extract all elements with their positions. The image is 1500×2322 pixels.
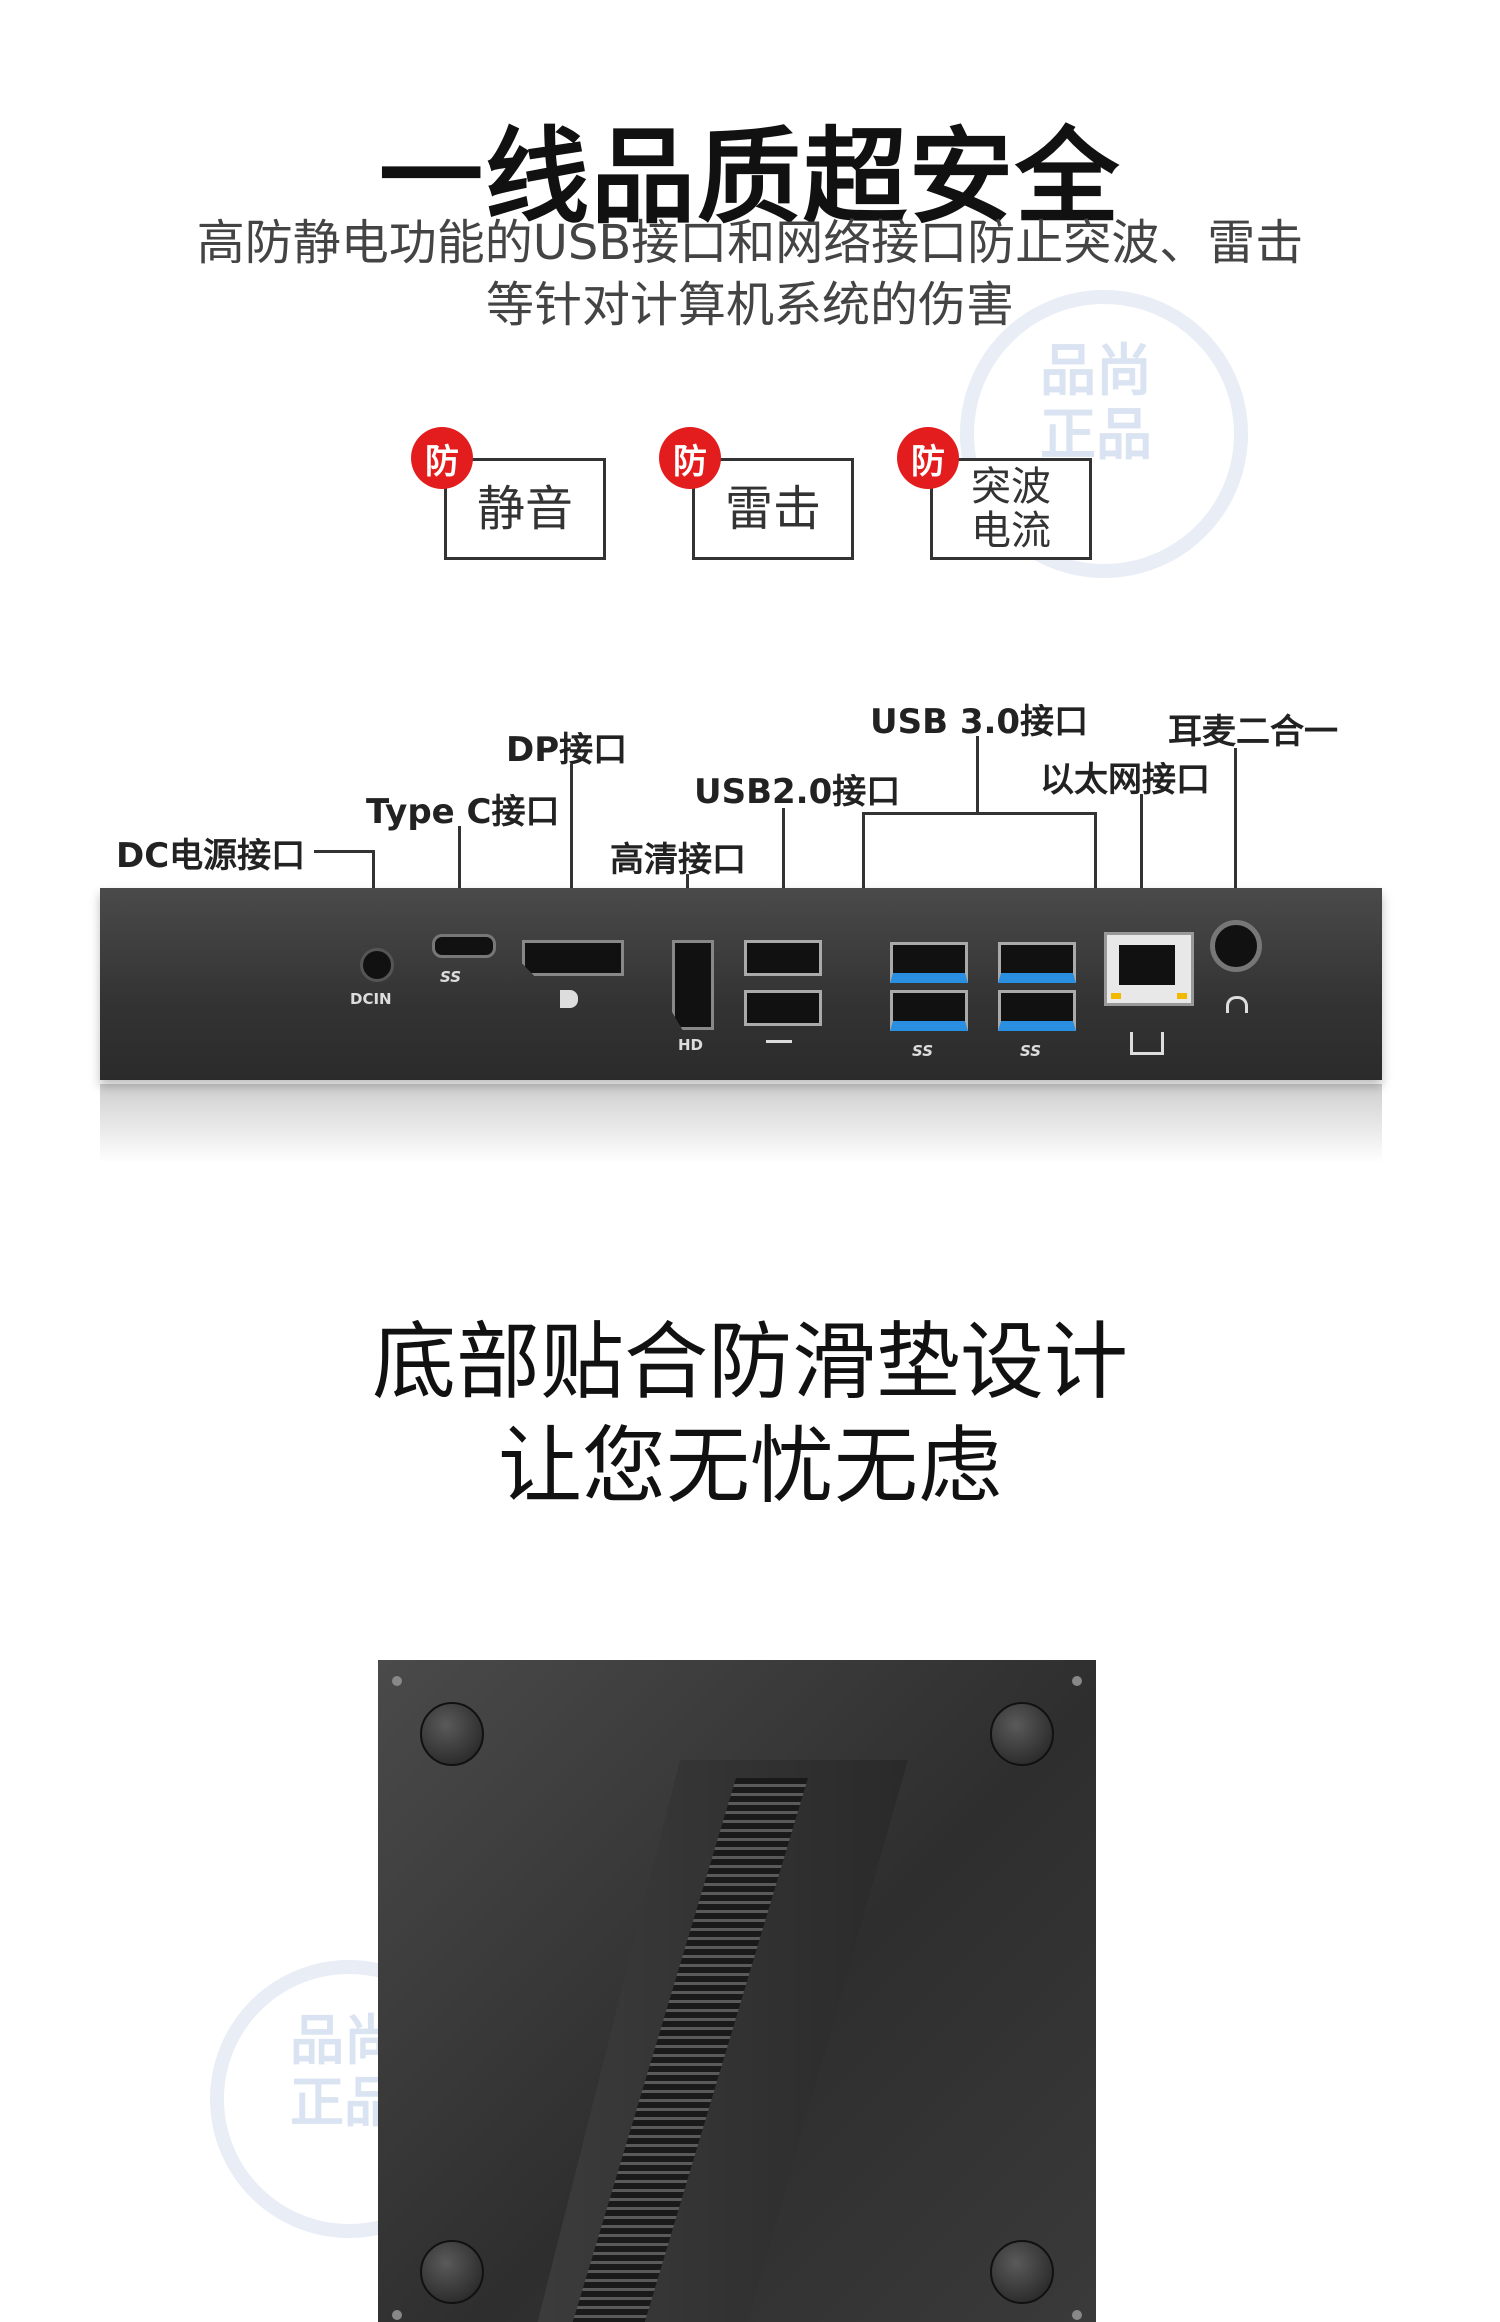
- usb3-port-icon: [890, 942, 968, 983]
- leader-audio: [1234, 748, 1237, 906]
- usb2-port-icon: [744, 990, 822, 1026]
- label-dc-power: DC电源接口: [116, 836, 306, 876]
- screw: [392, 1676, 402, 1686]
- dcin-mark: DCIN: [350, 990, 392, 1008]
- leader-usb3-v: [976, 736, 979, 814]
- leader-typec: [458, 826, 461, 938]
- audio-jack-icon: [1210, 920, 1262, 972]
- leader-usb2: [782, 808, 785, 932]
- leader-usb3-right: [1094, 812, 1097, 932]
- headset-icon: [1226, 996, 1248, 1013]
- device-bottom-view: [378, 1660, 1096, 2322]
- rubber-foot: [990, 1702, 1054, 1766]
- usb2-port-icon: [744, 940, 822, 976]
- safety-subtitle-line2: 等针对计算机系统的伤害: [485, 277, 1014, 333]
- label-ethernet: 以太网接口: [1040, 760, 1210, 800]
- usb-symbol-icon: [766, 1040, 792, 1043]
- leader-dp: [570, 764, 573, 934]
- typec-port-icon: [432, 934, 496, 958]
- badge-lightning: 防 雷击: [659, 427, 854, 560]
- device-reflection: [100, 1084, 1382, 1164]
- label-dp: DP接口: [506, 730, 628, 770]
- protect-mark-icon: 防: [897, 427, 959, 489]
- usb3-ss-mark: SS: [912, 1042, 934, 1060]
- network-symbol-icon: [1130, 1032, 1164, 1055]
- watermark-top-text: 品尚正品: [1040, 339, 1152, 468]
- hdmi-port-icon: [672, 940, 714, 1030]
- badge-quiet: 防 静音: [411, 427, 606, 560]
- hdmi-mark: HD: [678, 1036, 704, 1054]
- screw: [1072, 2310, 1082, 2320]
- protect-mark-icon: 防: [411, 427, 473, 489]
- label-hdmi: 高清接口: [610, 840, 746, 880]
- badge-label: 突波 电流: [971, 464, 1051, 554]
- dc-jack-icon: [360, 948, 394, 982]
- safety-subtitle-line1: 高防静电功能的USB接口和网络接口防止突波、雷击: [196, 215, 1304, 271]
- usb3-port-icon: [890, 990, 968, 1031]
- leader-dc-h: [314, 850, 374, 853]
- bottom-design-title: 底部贴合防滑垫设计 让您无忧无虑: [0, 1310, 1500, 1518]
- badge-surge: 防 突波 电流: [897, 427, 1092, 560]
- safety-subtitle: 高防静电功能的USB接口和网络接口防止突波、雷击 等针对计算机系统的伤害: [0, 212, 1500, 336]
- leader-ethernet: [1140, 794, 1143, 930]
- dp-port-icon: [522, 940, 624, 976]
- label-typec: Type C接口: [366, 792, 560, 832]
- badge-label: 静音: [476, 481, 573, 537]
- usb3-ss-mark: SS: [1020, 1042, 1042, 1060]
- rubber-foot: [990, 2240, 1054, 2304]
- label-audio: 耳麦二合一: [1168, 712, 1338, 752]
- rubber-foot: [420, 2240, 484, 2304]
- protect-mark-icon: 防: [659, 427, 721, 489]
- badge-label: 雷击: [724, 481, 821, 537]
- usb3-port-icon: [998, 942, 1076, 983]
- rubber-foot: [420, 1702, 484, 1766]
- bottom-design-title-line1: 底部贴合防滑垫设计: [371, 1313, 1128, 1411]
- bottom-design-title-line2: 让您无忧无虑: [497, 1417, 1002, 1515]
- usb3-port-icon: [998, 990, 1076, 1031]
- screw: [392, 2310, 402, 2320]
- dp-logo-icon: [560, 990, 578, 1008]
- safety-title: 一线品质超安全: [378, 116, 1121, 238]
- leader-usb3-h: [862, 812, 1096, 815]
- label-usb3: USB 3.0接口: [870, 702, 1089, 742]
- label-usb2: USB2.0接口: [694, 772, 901, 812]
- screw: [1072, 1676, 1082, 1686]
- typec-ss-mark: SS: [440, 968, 462, 986]
- ethernet-port-icon: [1104, 932, 1194, 1006]
